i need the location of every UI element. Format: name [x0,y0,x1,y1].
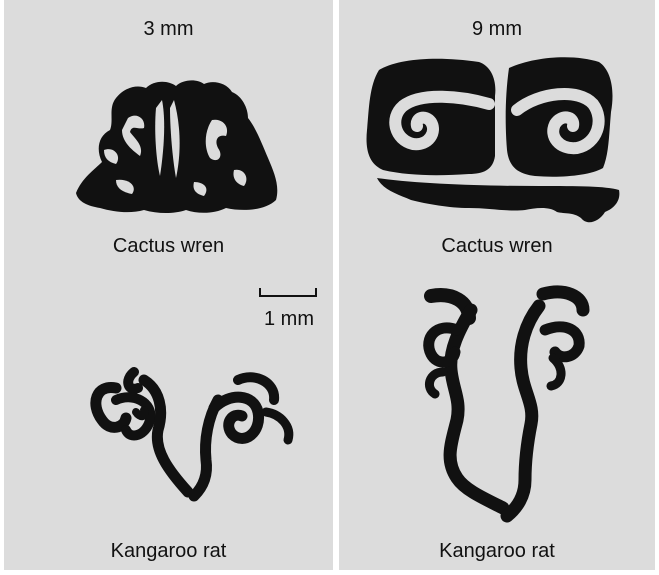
panel-3mm: 3 mm Cactus wren 1 mm [4,0,333,570]
kangaroo-rat-3mm-shape [4,0,333,570]
caption-kangaroo-rat-9mm: Kangaroo rat [339,540,655,563]
panel-9mm: 9 mm Cactus wren [339,0,655,570]
caption-kangaroo-rat-3mm: Kangaroo rat [4,540,333,563]
kangaroo-rat-9mm-shape [339,0,655,570]
